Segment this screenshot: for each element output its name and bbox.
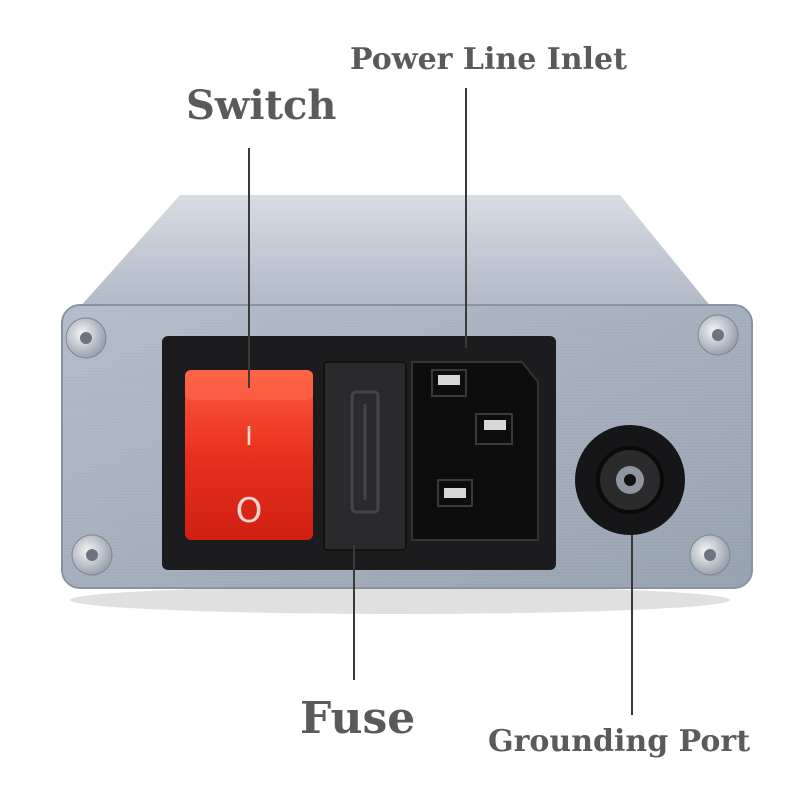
screw-icon [71, 534, 113, 576]
switch-label: Switch [186, 82, 337, 129]
switch-on-symbol: I [245, 422, 253, 452]
fuse-holder [323, 361, 407, 551]
screw-icon [689, 534, 731, 576]
grounding-port [575, 425, 685, 535]
fuse-label: Fuse [300, 693, 416, 744]
rocker-switch: I O [185, 370, 313, 540]
switch-off-symbol: O [236, 491, 263, 531]
shadow [70, 586, 730, 614]
power-inlet [411, 361, 539, 541]
power-inlet-label: Power Line Inlet [350, 42, 627, 77]
grounding-port-label: Grounding Port [488, 724, 751, 759]
screw-icon [697, 314, 739, 356]
screw-icon [65, 317, 107, 359]
